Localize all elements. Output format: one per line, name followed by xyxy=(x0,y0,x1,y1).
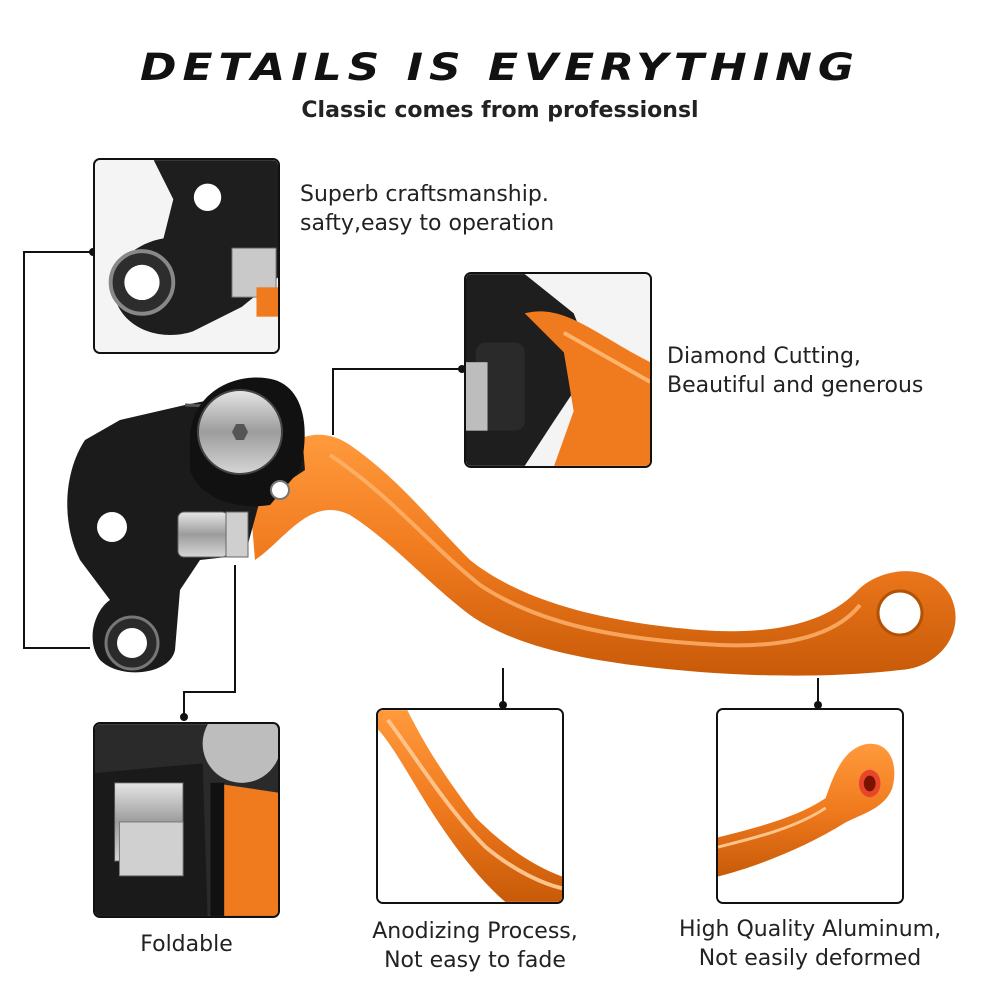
caption-aluminum: High Quality Aluminum, Not easily deform… xyxy=(675,915,945,973)
callout-lines xyxy=(23,251,819,717)
caption-line: Beautiful and generous xyxy=(667,373,924,398)
caption-line: Not easy to fade xyxy=(384,948,566,973)
caption-foldable: Foldable xyxy=(140,932,233,957)
caption-diamond-cutting: Diamond Cutting, Beautiful and generous xyxy=(667,342,923,400)
caption-craftsmanship: Superb craftsmanship. safty,easy to oper… xyxy=(300,180,554,238)
caption-line: High Quality Aluminum, xyxy=(678,917,942,942)
caption-line: Anodizing Process, xyxy=(372,919,578,944)
detail-aluminum-image xyxy=(716,708,904,904)
caption-line: Superb craftsmanship. xyxy=(300,182,549,207)
detail-craftsmanship-image xyxy=(93,158,280,354)
caption-line: Not easily deformed xyxy=(698,946,922,971)
detail-anodizing-image xyxy=(376,708,564,904)
detail-foldable-image xyxy=(93,722,280,918)
page-subtitle: Classic comes from professionsl xyxy=(301,98,699,123)
caption-line: Diamond Cutting, xyxy=(667,344,861,369)
page-title: DETAILS IS EVERYTHING xyxy=(139,45,861,90)
detail-diamond-cutting-image xyxy=(464,272,652,468)
caption-line: safty,easy to operation xyxy=(300,211,555,236)
caption-anodizing: Anodizing Process, Not easy to fade xyxy=(350,917,600,975)
